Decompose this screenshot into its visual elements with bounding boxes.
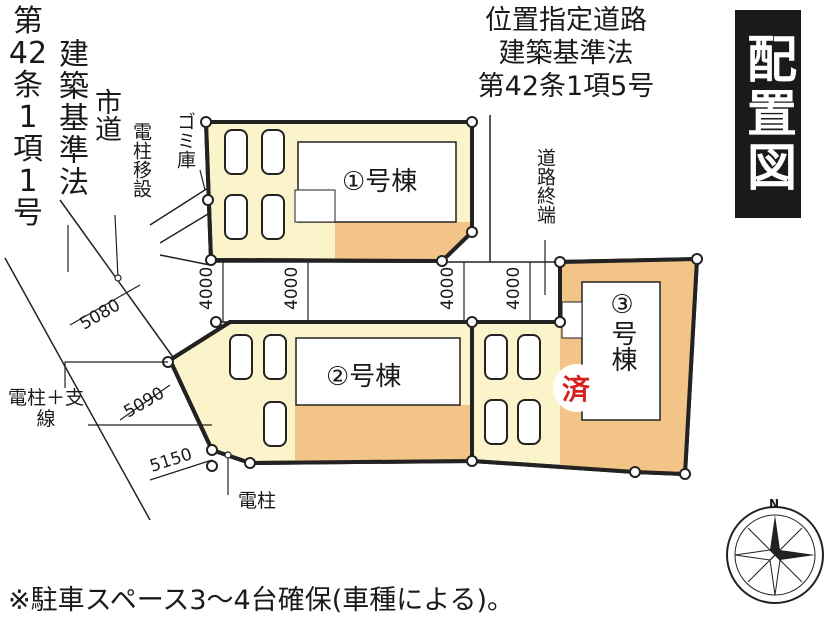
- pole-guy-label: 電柱＋支線: [7, 387, 84, 430]
- building-1-label: ①号棟: [342, 167, 417, 197]
- title-badge: 配置図: [735, 10, 801, 218]
- garbage-label: ゴミ庫: [174, 112, 196, 169]
- dim-1: 4000: [197, 267, 217, 310]
- building-2-label: ②号棟: [326, 362, 401, 392]
- dimension-lines: [69, 262, 531, 481]
- frontage-2: 5090: [121, 383, 168, 422]
- law-char-6: 1: [18, 164, 38, 199]
- frontage-1: 5080: [77, 295, 124, 334]
- dim-4: 4000: [504, 267, 524, 310]
- public-road: [4, 199, 176, 521]
- road-label-line-2: 建築基準法: [498, 38, 634, 69]
- compass-north: N: [769, 497, 779, 511]
- dim-2: 4000: [282, 267, 302, 310]
- law-char-2: 42: [8, 36, 48, 71]
- law-label-left: 第 42 条 1 項 1 号: [8, 6, 48, 230]
- law-char-3: 条: [13, 68, 43, 103]
- dim-3: 4000: [438, 267, 458, 310]
- frontage-3: 5150: [147, 444, 194, 476]
- boundary-markers: [162, 116, 703, 480]
- page-title: 配置図: [739, 33, 797, 195]
- parking-note: ※駐車スペース3〜4台確保(車種による)。: [8, 585, 514, 616]
- sold-badge: 済: [562, 373, 591, 406]
- pole-relocation-label: 電柱移設: [130, 122, 152, 198]
- parking-cars: [224, 129, 541, 447]
- compass-rose-icon: [726, 506, 824, 604]
- law-label-right: 建築基準法: [53, 38, 88, 198]
- road-end-label: 道路終端: [534, 148, 556, 224]
- leader-lines: [64, 169, 546, 495]
- law-char-4: 1: [18, 100, 38, 135]
- sold-badge-circle: [553, 364, 601, 412]
- city-road-label: 市道: [90, 88, 121, 142]
- road-label: 位置指定道路 建築基準法 第42条1項5号: [450, 4, 682, 103]
- law-char-1: 第: [13, 4, 43, 39]
- lot-2: [167, 320, 474, 466]
- pole-label: 電柱: [238, 490, 277, 512]
- road-label-line-3: 第42条1項5号: [477, 71, 655, 102]
- law-char-7: 号: [13, 196, 43, 231]
- road-label-line-1: 位置指定道路: [485, 5, 647, 36]
- building-3-label: ③号棟: [607, 290, 637, 372]
- law-char-5: 項: [13, 132, 43, 167]
